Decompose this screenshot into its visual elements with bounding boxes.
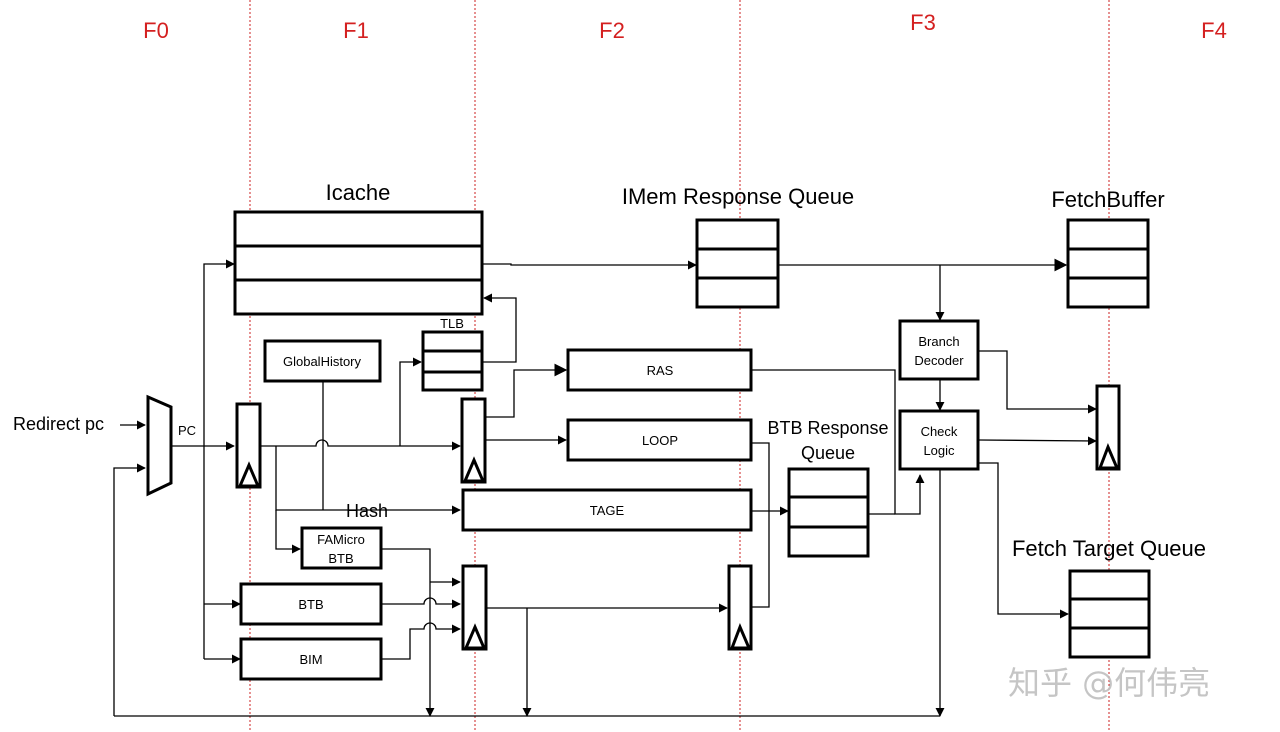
redirect-pc-label: Redirect pc — [13, 414, 104, 434]
icache-block: Icache — [233, 180, 484, 316]
btb-label: BTB — [298, 597, 323, 612]
pipeline-register-f3 — [1095, 384, 1121, 471]
tage-label: TAGE — [590, 503, 625, 518]
famicro-btb-box — [300, 526, 383, 570]
btb-response-queue-block: BTB Response Queue — [767, 418, 889, 558]
clock-triangle-icon — [237, 461, 261, 488]
wire-bim-to-reg — [381, 622, 461, 660]
btb-block: BTB — [239, 582, 383, 626]
icache-title: Icache — [326, 180, 391, 205]
bim-box — [239, 637, 383, 681]
wire-famicro-to-reg — [381, 548, 435, 717]
btb-response-queue-title-line2: Queue — [801, 443, 855, 463]
pipeline-register-f1-pc — [460, 397, 487, 484]
branch-decoder-block: Branch Decoder — [898, 319, 980, 381]
check-logic-block: Check Logic — [898, 409, 980, 471]
icache-array — [233, 210, 484, 316]
wire-btb-to-reg — [381, 597, 461, 609]
famicro-btb-label-line2: BTB — [328, 551, 353, 566]
ras-block: RAS — [566, 348, 753, 392]
branch-decoder-box — [898, 319, 980, 381]
tlb-block: TLB — [421, 316, 484, 392]
global-history-label: GlobalHistory — [283, 354, 362, 369]
watermark: 知乎 @何伟亮 — [1008, 664, 1210, 702]
pipeline-register-f1-btb — [461, 564, 488, 651]
branch-decoder-label-line2: Decoder — [914, 353, 964, 368]
stage-label-f2: F2 — [599, 18, 625, 43]
wire-check-to-f3reg — [978, 436, 1097, 446]
wire-check-to-ftq — [979, 462, 1069, 619]
fetch-buffer-array — [1066, 218, 1150, 309]
clock-triangle-icon — [462, 456, 486, 483]
check-logic-label-line2: Logic — [923, 443, 955, 458]
pc-mux — [146, 394, 173, 497]
btb-box — [239, 582, 383, 626]
pipeline-register-f2 — [727, 564, 753, 651]
wire-tlb-to-icache — [482, 293, 517, 363]
loop-box — [566, 418, 753, 462]
branch-decoder-label-line1: Branch — [918, 334, 959, 349]
stage-label-f0: F0 — [143, 18, 169, 43]
pc-label: PC — [178, 423, 196, 438]
bim-label: BIM — [299, 652, 322, 667]
stage-label-f1: F1 — [343, 18, 369, 43]
imem-response-queue-array — [695, 218, 780, 309]
clock-triangle-icon — [729, 623, 752, 650]
famicro-btb-label-line1: FAMicro — [317, 532, 365, 547]
wire-feedback-to-mux — [113, 463, 146, 716]
ras-label: RAS — [647, 363, 674, 378]
fetch-target-queue-block: Fetch Target Queue — [1012, 536, 1206, 659]
btb-response-queue-title-line1: BTB Response — [767, 418, 888, 438]
tlb-array — [421, 330, 484, 392]
wire-pc-to-icache — [203, 259, 235, 659]
loop-block: LOOP — [566, 418, 753, 462]
wire-f1-pc — [261, 439, 461, 451]
check-logic-box — [898, 409, 980, 471]
imem-response-queue-block: IMem Response Queue — [622, 184, 854, 309]
famicro-btb-block: FAMicro BTB — [300, 526, 383, 570]
loop-label: LOOP — [642, 433, 678, 448]
imem-response-queue-title: IMem Response Queue — [622, 184, 854, 209]
fetch-buffer-title: FetchBuffer — [1051, 187, 1164, 212]
stage-label-f3: F3 — [910, 10, 936, 35]
wire-pc-to-famicro — [275, 510, 301, 554]
fetch-buffer-block: FetchBuffer — [1051, 187, 1165, 309]
wire-decoder-to-f3reg — [979, 350, 1097, 414]
wires — [113, 258, 1097, 717]
tlb-title: TLB — [440, 316, 464, 331]
bim-block: BIM — [239, 637, 383, 681]
global-history-block: GlobalHistory — [263, 339, 382, 383]
wire-loop-out — [751, 442, 770, 608]
hash-label: Hash — [346, 501, 388, 521]
btb-response-queue-array — [787, 467, 870, 558]
pipeline-register-f0 — [235, 402, 262, 489]
wire-pc-to-tlb — [399, 357, 422, 446]
clock-triangle-icon — [463, 623, 487, 650]
tage-block: TAGE — [461, 488, 753, 532]
fetch-target-queue-title: Fetch Target Queue — [1012, 536, 1206, 561]
tage-box — [461, 488, 753, 532]
global-history-box — [263, 339, 382, 383]
check-logic-label-line1: Check — [921, 424, 958, 439]
wire-icache-to-imem — [482, 260, 697, 270]
stage-label-f4: F4 — [1201, 18, 1227, 43]
clock-triangle-icon — [1097, 443, 1120, 470]
ras-box — [566, 348, 753, 392]
fetch-target-queue-array — [1068, 569, 1151, 659]
wire-f1reg-to-ras — [485, 363, 568, 418]
